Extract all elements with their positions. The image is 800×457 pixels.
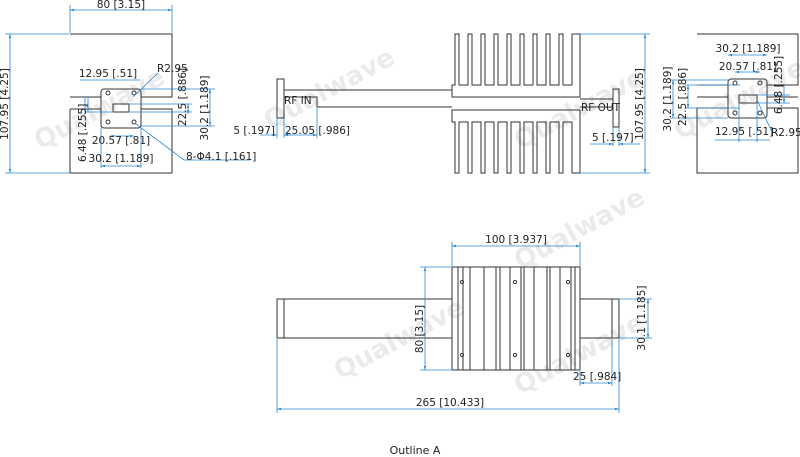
dim-radius: R2.95: [157, 63, 188, 75]
dim-input-length: 25.05 [.986]: [285, 125, 350, 137]
watermark: Qualwave: [329, 292, 470, 386]
dim-opening-offset: 6.48 [.255]: [77, 104, 89, 162]
dim-radius: R2.95: [771, 127, 800, 139]
dim-hole-pitch-h: 30.2 [1.189]: [89, 153, 154, 165]
rf-out-label: RF OUT: [581, 102, 621, 114]
side-view: RF IN RF OUT 5 [.197] 25.05 [.986] 5 [.1…: [233, 33, 650, 174]
dim-total-length: 265 [10.433]: [416, 397, 484, 409]
dim-hole-pitch-h: 30.2 [1.189]: [716, 43, 781, 55]
dim-flange-in: 5 [.197]: [233, 125, 275, 137]
dim-heatsink-width: 80 [3.15]: [414, 305, 426, 353]
dim-opening-width: 12.95 [.51]: [79, 68, 137, 80]
right-end-view: 30.2 [1.189] 22.5 [.886] 30.2 [1.189] 20…: [662, 33, 800, 174]
dim-opening-height: 22.5 [.886]: [677, 68, 689, 126]
dim-holes: 8-Φ4.1 [.161]: [186, 151, 256, 163]
dim-opening-width: 12.95 [.51]: [715, 126, 773, 138]
drawing-caption: Outline A: [389, 444, 441, 457]
dim-output-length: 25 [.984]: [573, 371, 621, 383]
dim-heatsink-length: 100 [3.937]: [485, 234, 547, 246]
dim-waveguide-width: 30.1 [1.185]: [636, 286, 648, 351]
dim-width: 80 [3.15]: [97, 0, 145, 11]
dim-height: 107.95 [4.25]: [634, 68, 646, 140]
rf-in-label: RF IN: [284, 95, 312, 107]
dim-height: 107.95 [4.25]: [0, 68, 11, 140]
watermark: Qualwave: [259, 42, 400, 136]
dim-hole-pitch-v: 30.2 [1.189]: [199, 76, 211, 141]
dim-hole-spacing: 20.57 [.81]: [92, 135, 150, 147]
dim-hole-spacing: 20.57 [.81]: [719, 61, 777, 73]
watermark: Qualwave: [509, 307, 650, 401]
watermark: Qualwave: [509, 182, 650, 276]
dim-flange-out: 5 [.197]: [592, 132, 634, 144]
dim-opening-offset: 6.48 [.255]: [773, 56, 785, 114]
left-end-view: 80 [3.15] 107.95 [4.25] 12.95 [.51] R2.9…: [0, 0, 256, 174]
top-view: 100 [3.937] 80 [3.15] 30.1 [1.185] 25 [.…: [276, 234, 652, 413]
dim-opening-height: 22.5 [.886]: [177, 68, 189, 126]
dim-hole-pitch-v: 30.2 [1.189]: [662, 67, 674, 132]
